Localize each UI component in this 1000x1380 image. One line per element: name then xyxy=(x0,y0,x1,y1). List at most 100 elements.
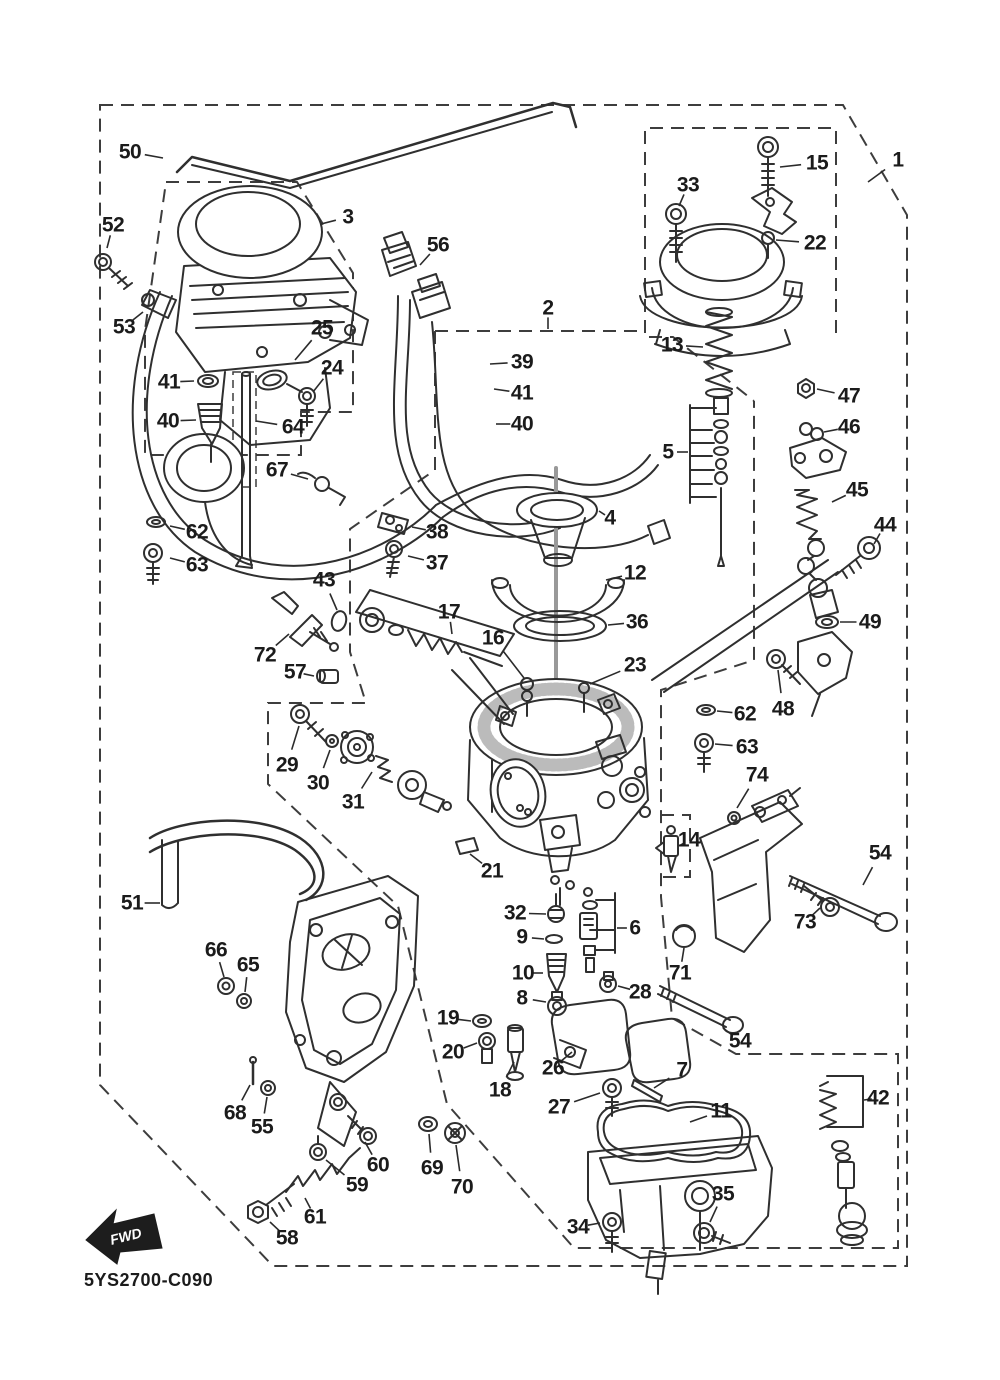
leader-line-44 xyxy=(873,533,881,545)
callout-73: 73 xyxy=(793,910,817,934)
leader-line-17 xyxy=(449,621,453,635)
leader-line-67 xyxy=(290,473,309,480)
leader-line-71 xyxy=(681,947,685,962)
callout-16: 16 xyxy=(481,626,505,650)
leader-line-59 xyxy=(325,1159,346,1176)
leader-line-32 xyxy=(528,912,547,915)
leader-line-19 xyxy=(458,1018,472,1022)
callout-63: 63 xyxy=(185,553,209,577)
callout-14: 14 xyxy=(677,828,701,852)
callout-39: 39 xyxy=(510,350,534,374)
leader-line-27 xyxy=(573,1092,601,1103)
leader-line-50 xyxy=(144,153,164,159)
callout-33: 33 xyxy=(676,173,700,197)
callout-12: 12 xyxy=(623,561,647,585)
leader-line-3 xyxy=(320,219,337,225)
leader-line-33 xyxy=(678,194,685,207)
callout-30: 30 xyxy=(306,771,330,795)
leader-line-24 xyxy=(312,378,325,393)
callout-22: 22 xyxy=(803,231,827,255)
callout-24: 24 xyxy=(320,356,344,380)
callout-7: 7 xyxy=(676,1058,688,1082)
callout-54: 54 xyxy=(728,1029,752,1053)
callout-13: 13 xyxy=(660,333,684,357)
callout-51: 51 xyxy=(120,891,144,915)
leader-line-68 xyxy=(241,1084,251,1101)
callout-69: 69 xyxy=(420,1156,444,1180)
leader-lines xyxy=(106,153,886,1232)
leader-line-73 xyxy=(811,907,821,917)
leader-line-66 xyxy=(218,961,225,978)
leader-line-60 xyxy=(364,1141,373,1156)
callout-52: 52 xyxy=(101,213,125,237)
callout-32: 32 xyxy=(503,901,527,925)
leader-line-8 xyxy=(532,999,547,1003)
callout-34: 34 xyxy=(566,1215,590,1239)
leader-line-16 xyxy=(502,650,525,679)
callout-56: 56 xyxy=(426,233,450,257)
callout-15: 15 xyxy=(805,151,829,175)
leader-line-4 xyxy=(598,510,606,516)
callout-41: 41 xyxy=(510,381,534,405)
leader-line-29 xyxy=(290,725,300,750)
callout-36: 36 xyxy=(625,610,649,634)
callout-31: 31 xyxy=(341,790,365,814)
leader-line-58 xyxy=(269,1221,280,1232)
leader-line-42 xyxy=(863,1098,872,1101)
leader-line-9 xyxy=(531,937,545,940)
callout-59: 59 xyxy=(345,1173,369,1197)
leader-line-34 xyxy=(587,1222,601,1226)
callout-42: 42 xyxy=(866,1086,890,1110)
callout-4: 4 xyxy=(604,506,616,530)
leader-line-41 xyxy=(493,388,510,392)
leader-line-43 xyxy=(329,593,338,611)
callout-20: 20 xyxy=(441,1040,465,1064)
leader-line-56 xyxy=(419,253,431,266)
leader-line-48 xyxy=(777,669,782,694)
callout-47: 47 xyxy=(837,384,861,408)
callout-49: 49 xyxy=(858,610,882,634)
callout-70: 70 xyxy=(450,1175,474,1199)
callout-17: 17 xyxy=(437,600,461,624)
callout-62: 62 xyxy=(733,702,757,726)
callout-64: 64 xyxy=(281,415,305,439)
leader-line-54 xyxy=(862,866,874,886)
callout-54: 54 xyxy=(868,841,892,865)
callout-74: 74 xyxy=(745,763,769,787)
callout-40: 40 xyxy=(510,412,534,436)
callout-46: 46 xyxy=(837,415,861,439)
leader-line-62 xyxy=(169,525,185,531)
callout-53: 53 xyxy=(112,315,136,339)
callout-50: 50 xyxy=(118,140,142,164)
leader-line-64 xyxy=(255,420,278,426)
callout-44: 44 xyxy=(873,513,897,537)
line-art xyxy=(94,101,898,1295)
leader-line-70 xyxy=(455,1144,461,1172)
callout-40: 40 xyxy=(156,409,180,433)
callout-37: 37 xyxy=(425,551,449,575)
leader-line-46 xyxy=(823,428,838,433)
leader-line-39 xyxy=(489,362,508,365)
callout-21: 21 xyxy=(480,859,504,883)
callout-45: 45 xyxy=(845,478,869,502)
leader-line-52 xyxy=(106,235,112,249)
leader-line-62 xyxy=(716,710,733,714)
callout-11: 11 xyxy=(710,1099,732,1123)
callout-43: 43 xyxy=(312,568,336,592)
callout-57: 57 xyxy=(283,660,307,684)
leader-line-47 xyxy=(816,388,835,394)
leader-line-53 xyxy=(132,311,144,321)
callout-41: 41 xyxy=(157,370,181,394)
fwd-arrow: FWD xyxy=(85,1208,163,1265)
leader-line-61 xyxy=(304,1197,312,1209)
callout-62: 62 xyxy=(185,520,209,544)
callout-18: 18 xyxy=(488,1078,512,1102)
callout-65: 65 xyxy=(236,953,260,977)
callout-29: 29 xyxy=(275,753,299,777)
leader-line-25 xyxy=(294,339,313,361)
callout-1: 1 xyxy=(892,148,904,172)
callout-26: 26 xyxy=(541,1056,565,1080)
leader-line-35 xyxy=(709,1206,718,1223)
leader-line-28 xyxy=(617,985,631,991)
leader-line-23 xyxy=(589,670,621,685)
